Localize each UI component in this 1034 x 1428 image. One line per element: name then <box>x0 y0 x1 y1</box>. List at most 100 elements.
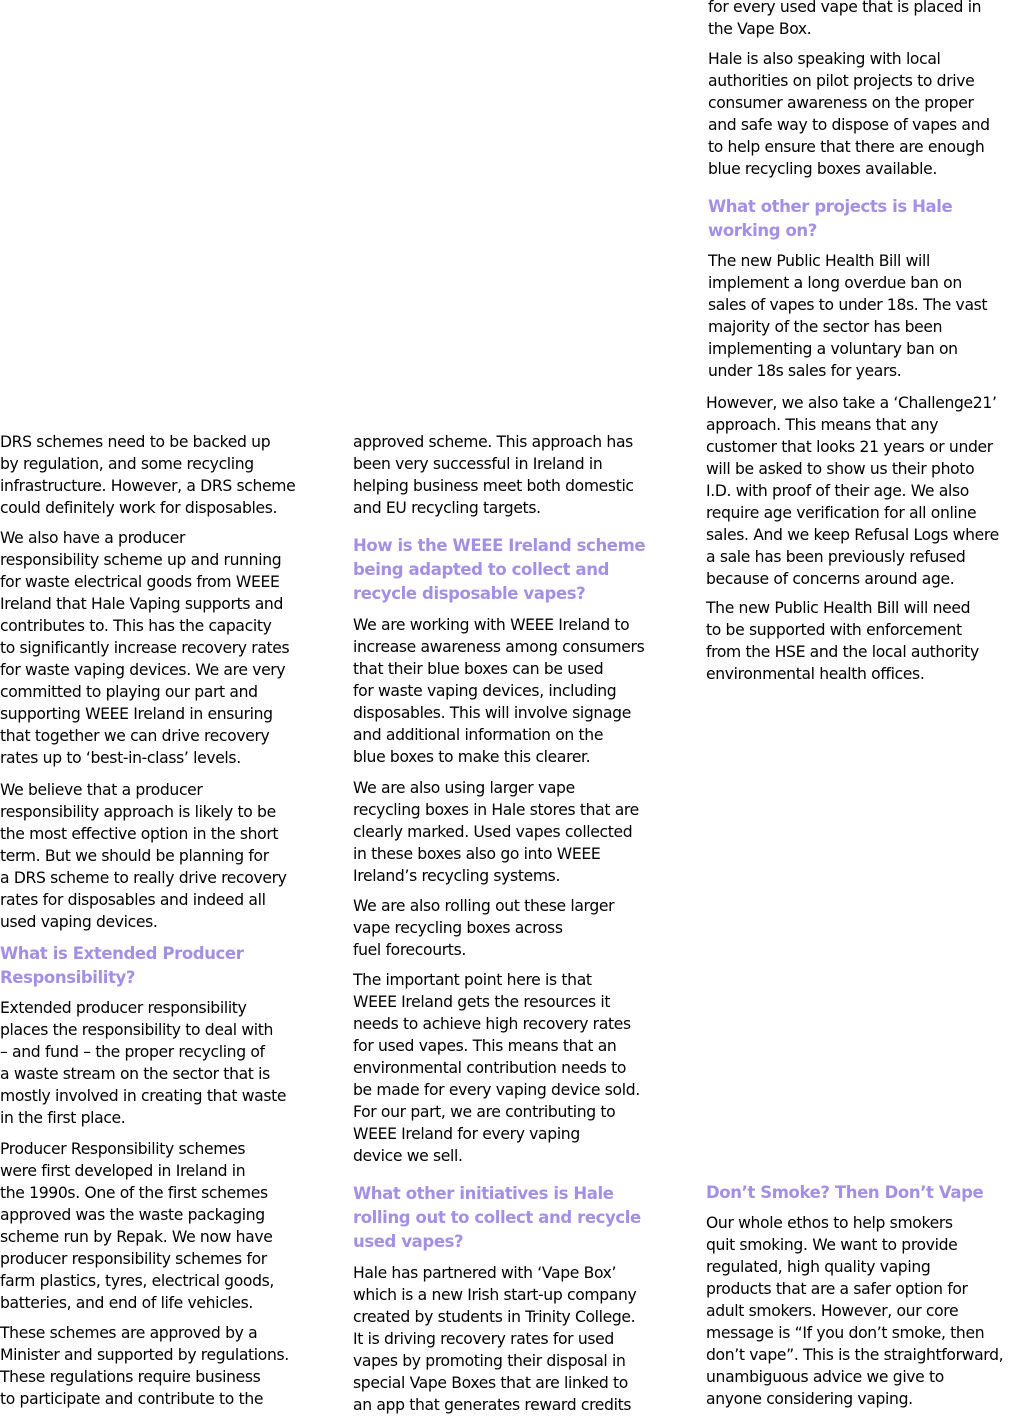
text-line: increase awareness among consumers <box>353 638 645 656</box>
text-line: places the responsibility to deal with <box>0 1021 274 1039</box>
text-line: Producer Responsibility schemes <box>0 1140 246 1158</box>
text-line: responsibility scheme up and running <box>0 551 282 569</box>
text-line: rolling out to collect and recycle <box>353 1208 641 1227</box>
text-line: fuel forecourts. <box>353 941 466 959</box>
text-line: special Vape Boxes that are linked to <box>353 1374 628 1392</box>
text-line: to be supported with enforcement <box>706 621 962 639</box>
text-line: These schemes are approved by a <box>0 1324 258 1342</box>
text-line: a DRS scheme to really drive recovery <box>0 869 287 887</box>
text-line: supporting WEEE Ireland in ensuring <box>0 705 273 723</box>
text-line: term. But we should be planning for <box>0 847 269 865</box>
paragraph-ethos: Our whole ethos to help smokers quit smok… <box>706 1212 1004 1410</box>
text-line: The important point here is that <box>353 971 592 989</box>
text-line: What other projects is Hale <box>708 197 953 216</box>
text-line: because of concerns around age. <box>706 570 955 588</box>
text-line: However, we also take a ‘Challenge21’ <box>706 394 997 412</box>
text-line: Minister and supported by regulations. <box>0 1346 289 1364</box>
text-line: rates for disposables and indeed all <box>0 891 266 909</box>
text-line: created by students in Trinity College. <box>353 1308 636 1326</box>
text-line: Don’t Smoke? Then Don’t Vape <box>706 1183 984 1202</box>
text-line: will be asked to show us their photo <box>706 460 975 478</box>
text-line: for waste vaping devices. We are very <box>0 661 286 679</box>
text-line: What is Extended Producer <box>0 944 244 963</box>
text-line: recycle disposable vapes? <box>353 584 586 603</box>
heading-initiatives: What other initiatives is Hale rolling ou… <box>353 1182 641 1254</box>
text-line: the 1990s. One of the first schemes <box>0 1184 268 1202</box>
text-line: approach. This means that any <box>706 416 939 434</box>
text-line: We believe that a producer <box>0 781 203 799</box>
text-line: used vaping devices. <box>0 913 158 931</box>
text-line: regulated, high quality vaping <box>706 1258 931 1276</box>
text-line: DRS schemes need to be backed up <box>0 433 271 451</box>
text-line: quit smoking. We want to provide <box>706 1236 958 1254</box>
text-line: used vapes? <box>353 1232 464 1251</box>
text-line: sales of vapes to under 18s. The vast <box>708 296 988 314</box>
paragraph-epr: Extended producer responsibility places t… <box>0 997 286 1129</box>
text-line: to significantly increase recovery rates <box>0 639 290 657</box>
text-line: that their blue boxes can be used <box>353 660 604 678</box>
text-line: the Vape Box. <box>708 20 812 38</box>
text-line: approved scheme. This approach has <box>353 433 633 451</box>
text-line: The new Public Health Bill will <box>708 252 930 270</box>
paragraph-believe: We believe that a producer responsibility… <box>0 779 287 933</box>
text-line: require age verification for all online <box>706 504 977 522</box>
text-line: to help ensure that there are enough <box>708 138 985 156</box>
text-line: and EU recycling targets. <box>353 499 541 517</box>
text-line: Hale is also speaking with local <box>708 50 941 68</box>
text-line: majority of the sector has been <box>708 318 943 336</box>
text-line: Responsibility? <box>0 968 136 987</box>
text-line: device we sell. <box>353 1147 463 1165</box>
text-line: How is the WEEE Ireland scheme <box>353 536 646 555</box>
text-line: responsibility approach is likely to be <box>0 803 276 821</box>
text-line: implementing a voluntary ban on <box>708 340 958 358</box>
text-line: infrastructure. However, a DRS scheme <box>0 477 296 495</box>
text-line: We are also rolling out these larger <box>353 897 615 915</box>
text-line: to participate and contribute to the <box>0 1390 264 1408</box>
text-line: a waste stream on the sector that is <box>0 1065 270 1083</box>
text-line: under 18s sales for years. <box>708 362 902 380</box>
text-line: blue boxes to make this clearer. <box>353 748 591 766</box>
text-line: don’t vape”. This is the straightforward… <box>706 1346 1004 1364</box>
text-line: mostly involved in creating that waste <box>0 1087 287 1105</box>
text-line: Extended producer responsibility <box>0 999 247 1017</box>
text-line: could definitely work for disposables. <box>0 499 278 517</box>
text-line: – and fund – the proper recycling of <box>0 1043 265 1061</box>
text-line: sales. And we keep Refusal Logs where <box>706 526 999 544</box>
text-line: unambiguous advice we give to <box>706 1368 944 1386</box>
paragraph-history: Producer Responsibility schemes were firs… <box>0 1138 274 1314</box>
text-line: a sale has been previously refused <box>706 548 966 566</box>
text-line: in the first place. <box>0 1109 126 1127</box>
paragraph-public-health-bill: The new Public Health Bill will implement… <box>708 250 988 382</box>
text-line: working on? <box>708 221 817 240</box>
text-line: approved was the waste packaging <box>0 1206 265 1224</box>
paragraph-vapebox: Hale has partnered with ‘Vape Box’which … <box>353 1262 637 1416</box>
heading-other-projects: What other projects is Hale working on? <box>708 195 953 243</box>
text-line: Our whole ethos to help smokers <box>706 1214 953 1232</box>
text-line: needs to achieve high recovery rates <box>353 1015 631 1033</box>
text-line: for waste electrical goods from WEEE <box>0 573 280 591</box>
text-line: WEEE Ireland for every vaping <box>353 1125 580 1143</box>
paragraph-approved: These schemes are approved by a Minister … <box>0 1322 289 1410</box>
text-line: What other initiatives is Hale <box>353 1184 614 1203</box>
text-line: Hale has partnered with ‘Vape Box’ <box>353 1264 617 1282</box>
text-line: were first developed in Ireland in <box>0 1162 246 1180</box>
text-line: environmental contribution needs to <box>353 1059 627 1077</box>
text-line: vape recycling boxes across <box>353 919 563 937</box>
text-line: an app that generates reward credits <box>353 1396 632 1414</box>
text-line: customer that looks 21 years or under <box>706 438 993 456</box>
text-line: from the HSE and the local authority <box>706 643 979 661</box>
text-line: disposables. This will involve signage <box>353 704 631 722</box>
text-line: in these boxes also go into WEEE <box>353 845 601 863</box>
text-line: I.D. with proof of their age. We also <box>706 482 969 500</box>
text-line: for waste vaping devices, including <box>353 682 617 700</box>
text-line: rates up to ‘best-in-class’ levels. <box>0 749 241 767</box>
text-line: We are working with WEEE Ireland to <box>353 616 630 634</box>
text-line: committed to playing our part and <box>0 683 258 701</box>
